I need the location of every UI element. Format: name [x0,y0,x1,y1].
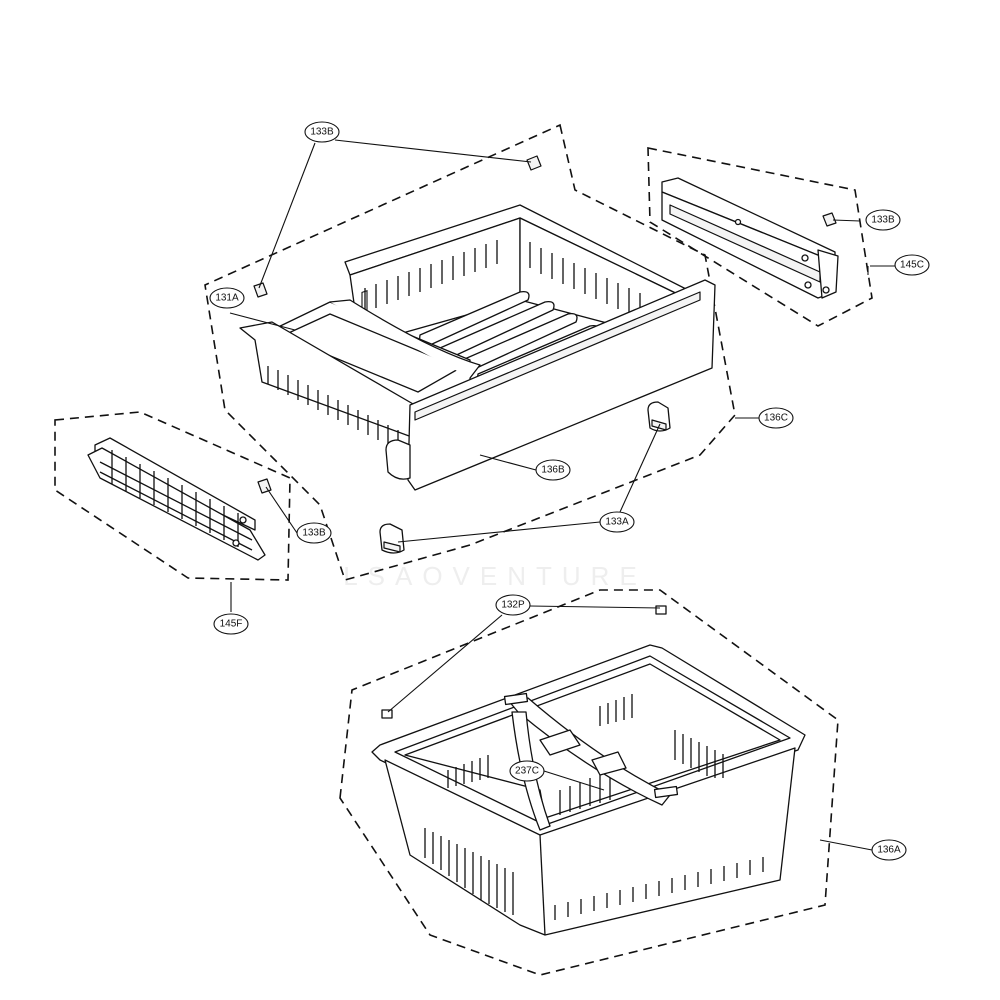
rail-145c-group-outline [647,147,873,327]
lower-bin-136a [371,644,806,936]
svg-text:132P: 132P [501,600,525,611]
callout-133a: 133A [599,511,635,533]
svg-text:133A: 133A [605,517,629,528]
leader-lines [229,139,898,851]
pad-132p-left [381,709,393,719]
svg-text:136B: 136B [541,465,565,476]
rail-145f-grid [99,450,253,551]
pad-132p-right [655,605,667,615]
upper-drawer-136b [239,204,716,491]
callout-132p: 132P [495,594,531,616]
rail-145f-group-outline [54,411,291,581]
callout-145c: 145C [894,254,930,276]
svg-text:131A: 131A [215,293,239,304]
svg-text:136A: 136A [877,845,901,856]
callout-133b-top: 133B [304,121,340,143]
inner-tray-131a [271,299,481,411]
clip-133b-top [526,155,542,171]
callout-136c: 136C [758,407,794,429]
svg-text:145F: 145F [220,619,243,630]
callout-145f: 145F [213,613,249,635]
lower-bin-bottom-ribs [554,857,764,920]
callout-136a: 136A [871,839,907,861]
callout-136b: 136B [535,459,571,481]
svg-text:133B: 133B [871,215,895,226]
callout-237c: 237C [509,760,545,782]
lower-bin-inner-vents [447,694,724,815]
upper-drawer-rear-vents [364,240,641,319]
rail-145f [87,437,266,561]
svg-text:133B: 133B [302,528,326,539]
rail-145c [661,177,839,299]
callout-133b-right: 133B [865,209,901,231]
svg-text:136C: 136C [764,413,788,424]
svg-text:133B: 133B [310,127,334,138]
callout-131a: 131A [209,287,245,309]
clip-133a-left [379,523,405,554]
lower-bin-group-outline [339,589,839,976]
watermark-text: LSAOVENTURE [343,561,647,591]
svg-text:237C: 237C [515,766,539,777]
clip-133b-right [822,212,837,227]
lower-bin-front-vents [424,828,514,915]
svg-text:145C: 145C [900,260,924,271]
callout-133b-left: 133B [296,522,332,544]
